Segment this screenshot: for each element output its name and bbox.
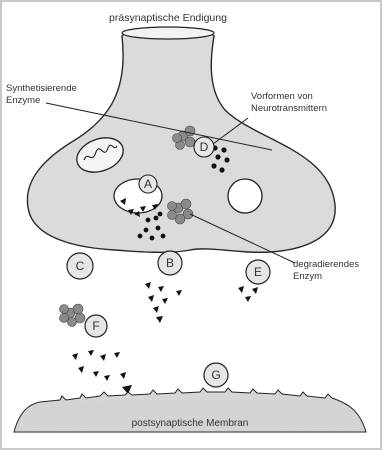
diagram-title: präsynaptische Endigung: [109, 12, 227, 24]
label-circle-g: G: [204, 363, 228, 387]
label-membrane: postsynaptische Membran: [132, 418, 249, 429]
svg-text:G: G: [211, 368, 220, 382]
label-circle-e: E: [246, 260, 270, 284]
label-circle-c: C: [67, 253, 93, 279]
storage-vesicle: [228, 179, 262, 213]
svg-text:A: A: [144, 177, 152, 191]
svg-text:F: F: [92, 319, 99, 333]
label-degrad-line1: degradierendes: [293, 259, 359, 270]
label-vorformen-line1: Vorformen von: [251, 91, 313, 102]
svg-text:D: D: [200, 140, 209, 154]
svg-text:E: E: [254, 265, 262, 279]
svg-text:C: C: [76, 259, 85, 273]
label-circle-b: B: [158, 251, 182, 275]
label-degrad-line2: Enzym: [293, 271, 322, 282]
axon-opening: [122, 27, 214, 39]
label-circle-a: A: [139, 175, 157, 193]
label-synth-line2: Enzyme: [6, 95, 40, 106]
svg-text:B: B: [166, 256, 174, 270]
label-circle-d: D: [194, 137, 214, 157]
label-synth-line1: Synthetisierende: [6, 83, 77, 94]
label-circle-f: F: [85, 315, 107, 337]
label-vorformen-line2: Neurotransmittern: [251, 103, 327, 114]
